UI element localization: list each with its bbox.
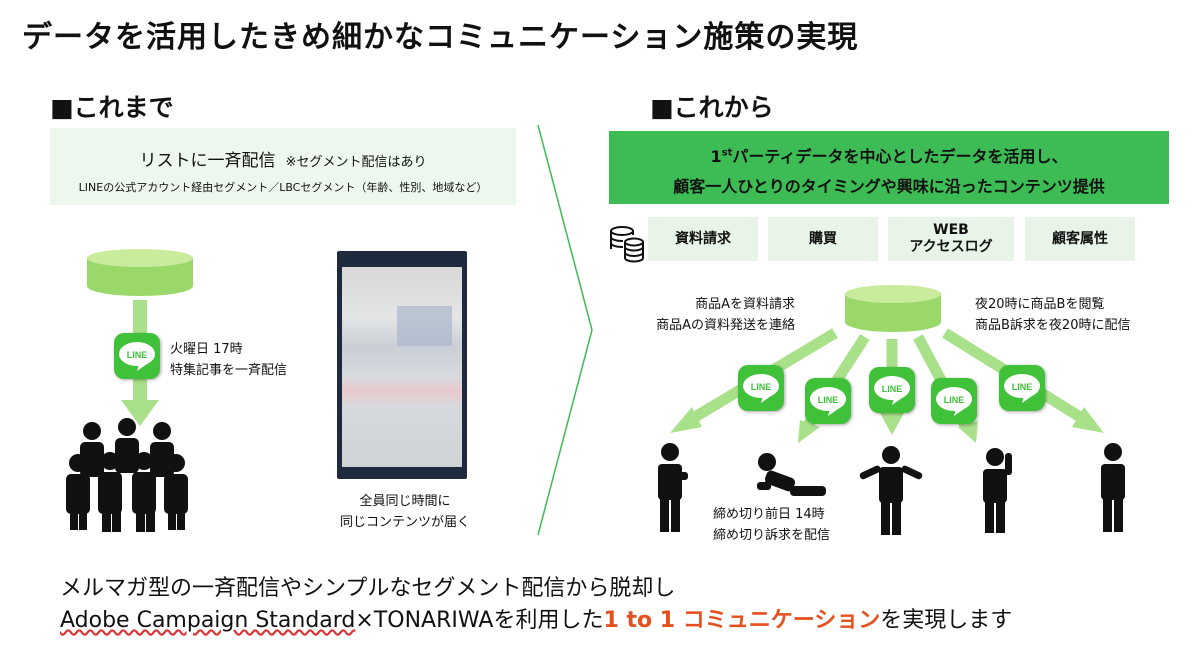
phone-caption-1: 全員同じ時間に: [359, 494, 451, 509]
phone-screenshot: [337, 251, 467, 479]
page-title: データを活用したきめ細かなコミュニケーション施策の実現: [22, 20, 859, 55]
person-shrugging-icon: [859, 446, 923, 535]
database-cylinder-icon-right: [845, 285, 941, 332]
category-document-request: 資料請求: [648, 217, 758, 261]
summary-line-1: メルマガ型の一斉配信やシンプルなセグメント配信から脱却し: [60, 576, 676, 601]
accent-phrase: 1 to 1 コミュニケーション: [603, 608, 881, 633]
left-note-1: 商品Aを資料請求: [695, 297, 795, 312]
before-heading: ■これまで: [50, 93, 174, 122]
before-box-line1: リストに一斉配信: [139, 151, 276, 171]
database-stack-icon: [609, 226, 644, 263]
category-purchase: 購買: [768, 217, 878, 261]
category-web-access-log: WEB アクセスログ: [888, 217, 1014, 261]
database-cylinder-icon: [87, 249, 193, 296]
banner-prefix: 1: [710, 147, 722, 166]
left-note-2: 商品Aの資料発送を連絡: [656, 317, 795, 333]
product-name: Adobe Campaign Standard: [60, 608, 356, 633]
divider-chevron: [537, 125, 593, 535]
person-reclining-icon: [757, 453, 826, 496]
send-time: 火曜日 17時: [170, 342, 243, 357]
bottom-note-2: 締め切り訴求を配信: [713, 527, 831, 543]
line-app-icon: LINE: [738, 365, 784, 411]
line-label: LINE: [1012, 382, 1033, 392]
line-label: LINE: [818, 395, 839, 405]
phone-caption-2: 同じコンテンツが届く: [339, 514, 470, 530]
line-app-icon: LINE: [805, 378, 851, 424]
line-app-icon: LINE: [931, 378, 977, 424]
crowd-icon: [66, 418, 188, 532]
before-info-box: リストに一斉配信 ※セグメント配信はあり LINEの公式アカウント経由セグメント／…: [50, 128, 516, 205]
person-thinking-icon: [983, 448, 1012, 533]
summary-end: を実現します: [880, 608, 1013, 633]
line-label: LINE: [751, 382, 772, 392]
summary-mid: ×TONARIWAを利用した: [355, 608, 604, 633]
line-label: LINE: [127, 350, 148, 360]
before-box-line2: LINEの公式アカウント経由セグメント／LBCセグメント（年齢、性別、地域など）: [78, 181, 488, 194]
right-note-1: 夜20時に商品Bを閲覧: [975, 297, 1105, 312]
bottom-note-1: 締め切り前日 14時: [713, 507, 825, 522]
category-customer-attributes: 顧客属性: [1025, 217, 1135, 261]
send-desc: 特集記事を一斉配信: [170, 362, 288, 378]
line-label: LINE: [882, 384, 903, 394]
before-box-note: ※セグメント配信はあり: [285, 155, 427, 170]
banner-line2: 顧客一人ひとりのタイミングや興味に沿ったコンテンツ提供: [673, 177, 1105, 196]
line-app-icon: LINE: [869, 367, 915, 413]
banner-sup: st: [721, 147, 733, 159]
person-icon: [658, 443, 688, 532]
banner-line1: パーティデータを中心としたデータを活用し、: [732, 147, 1068, 166]
after-heading: ■これから: [650, 93, 774, 122]
line-app-icon: LINE: [114, 333, 160, 379]
person-standing-icon: [1101, 443, 1125, 532]
line-app-icon: LINE: [999, 365, 1045, 411]
after-banner: 1stパーティデータを中心としたデータを活用し、 顧客一人ひとりのタイミングや興…: [609, 131, 1169, 204]
line-label: LINE: [944, 395, 965, 405]
summary-line-2: Adobe Campaign Standard×TONARIWAを利用した1 t…: [60, 602, 1012, 634]
right-note-2: 商品B訴求を夜20時に配信: [975, 317, 1131, 333]
